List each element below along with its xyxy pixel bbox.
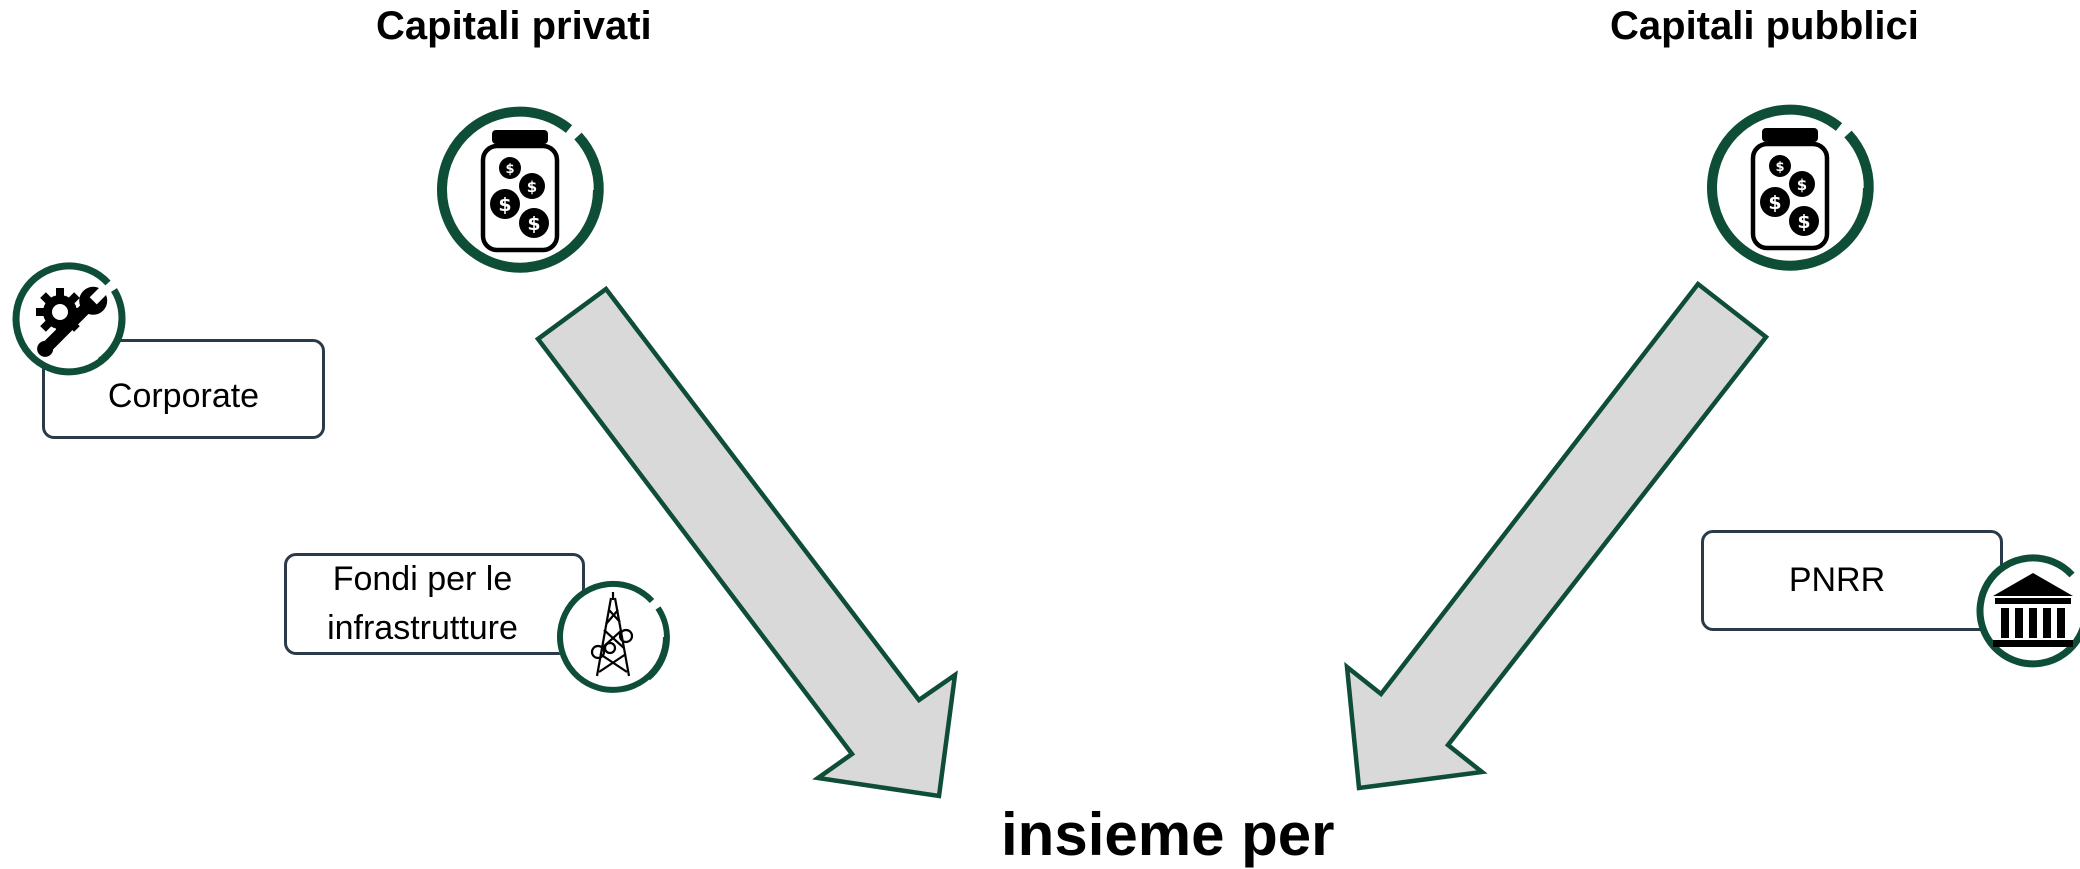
- bank-building-icon: [1976, 554, 2080, 668]
- funds-label-line2: infrastrutture: [327, 609, 518, 647]
- arrow-public-to-center: [1344, 280, 1770, 791]
- heading-private-capital: Capitali privati: [376, 4, 652, 48]
- corporate-label: Corporate: [107, 376, 260, 415]
- heading-public-capital: Capitali pubblici: [1610, 4, 1919, 48]
- funds-box: Fondi per le infrastrutture: [284, 553, 585, 655]
- transmission-tower-icon: [557, 580, 670, 693]
- private-money-jar-icon: [437, 106, 604, 273]
- pnrr-label: PNRR: [1788, 561, 1886, 599]
- funds-label-line1: Fondi per le: [332, 560, 513, 598]
- gear-wrench-icon: [12, 262, 126, 376]
- pnrr-box: PNRR: [1701, 530, 2003, 631]
- footer-text: insieme per: [1001, 801, 1335, 868]
- public-money-jar-icon: [1707, 104, 1874, 271]
- arrow-private-to-center: [534, 285, 958, 799]
